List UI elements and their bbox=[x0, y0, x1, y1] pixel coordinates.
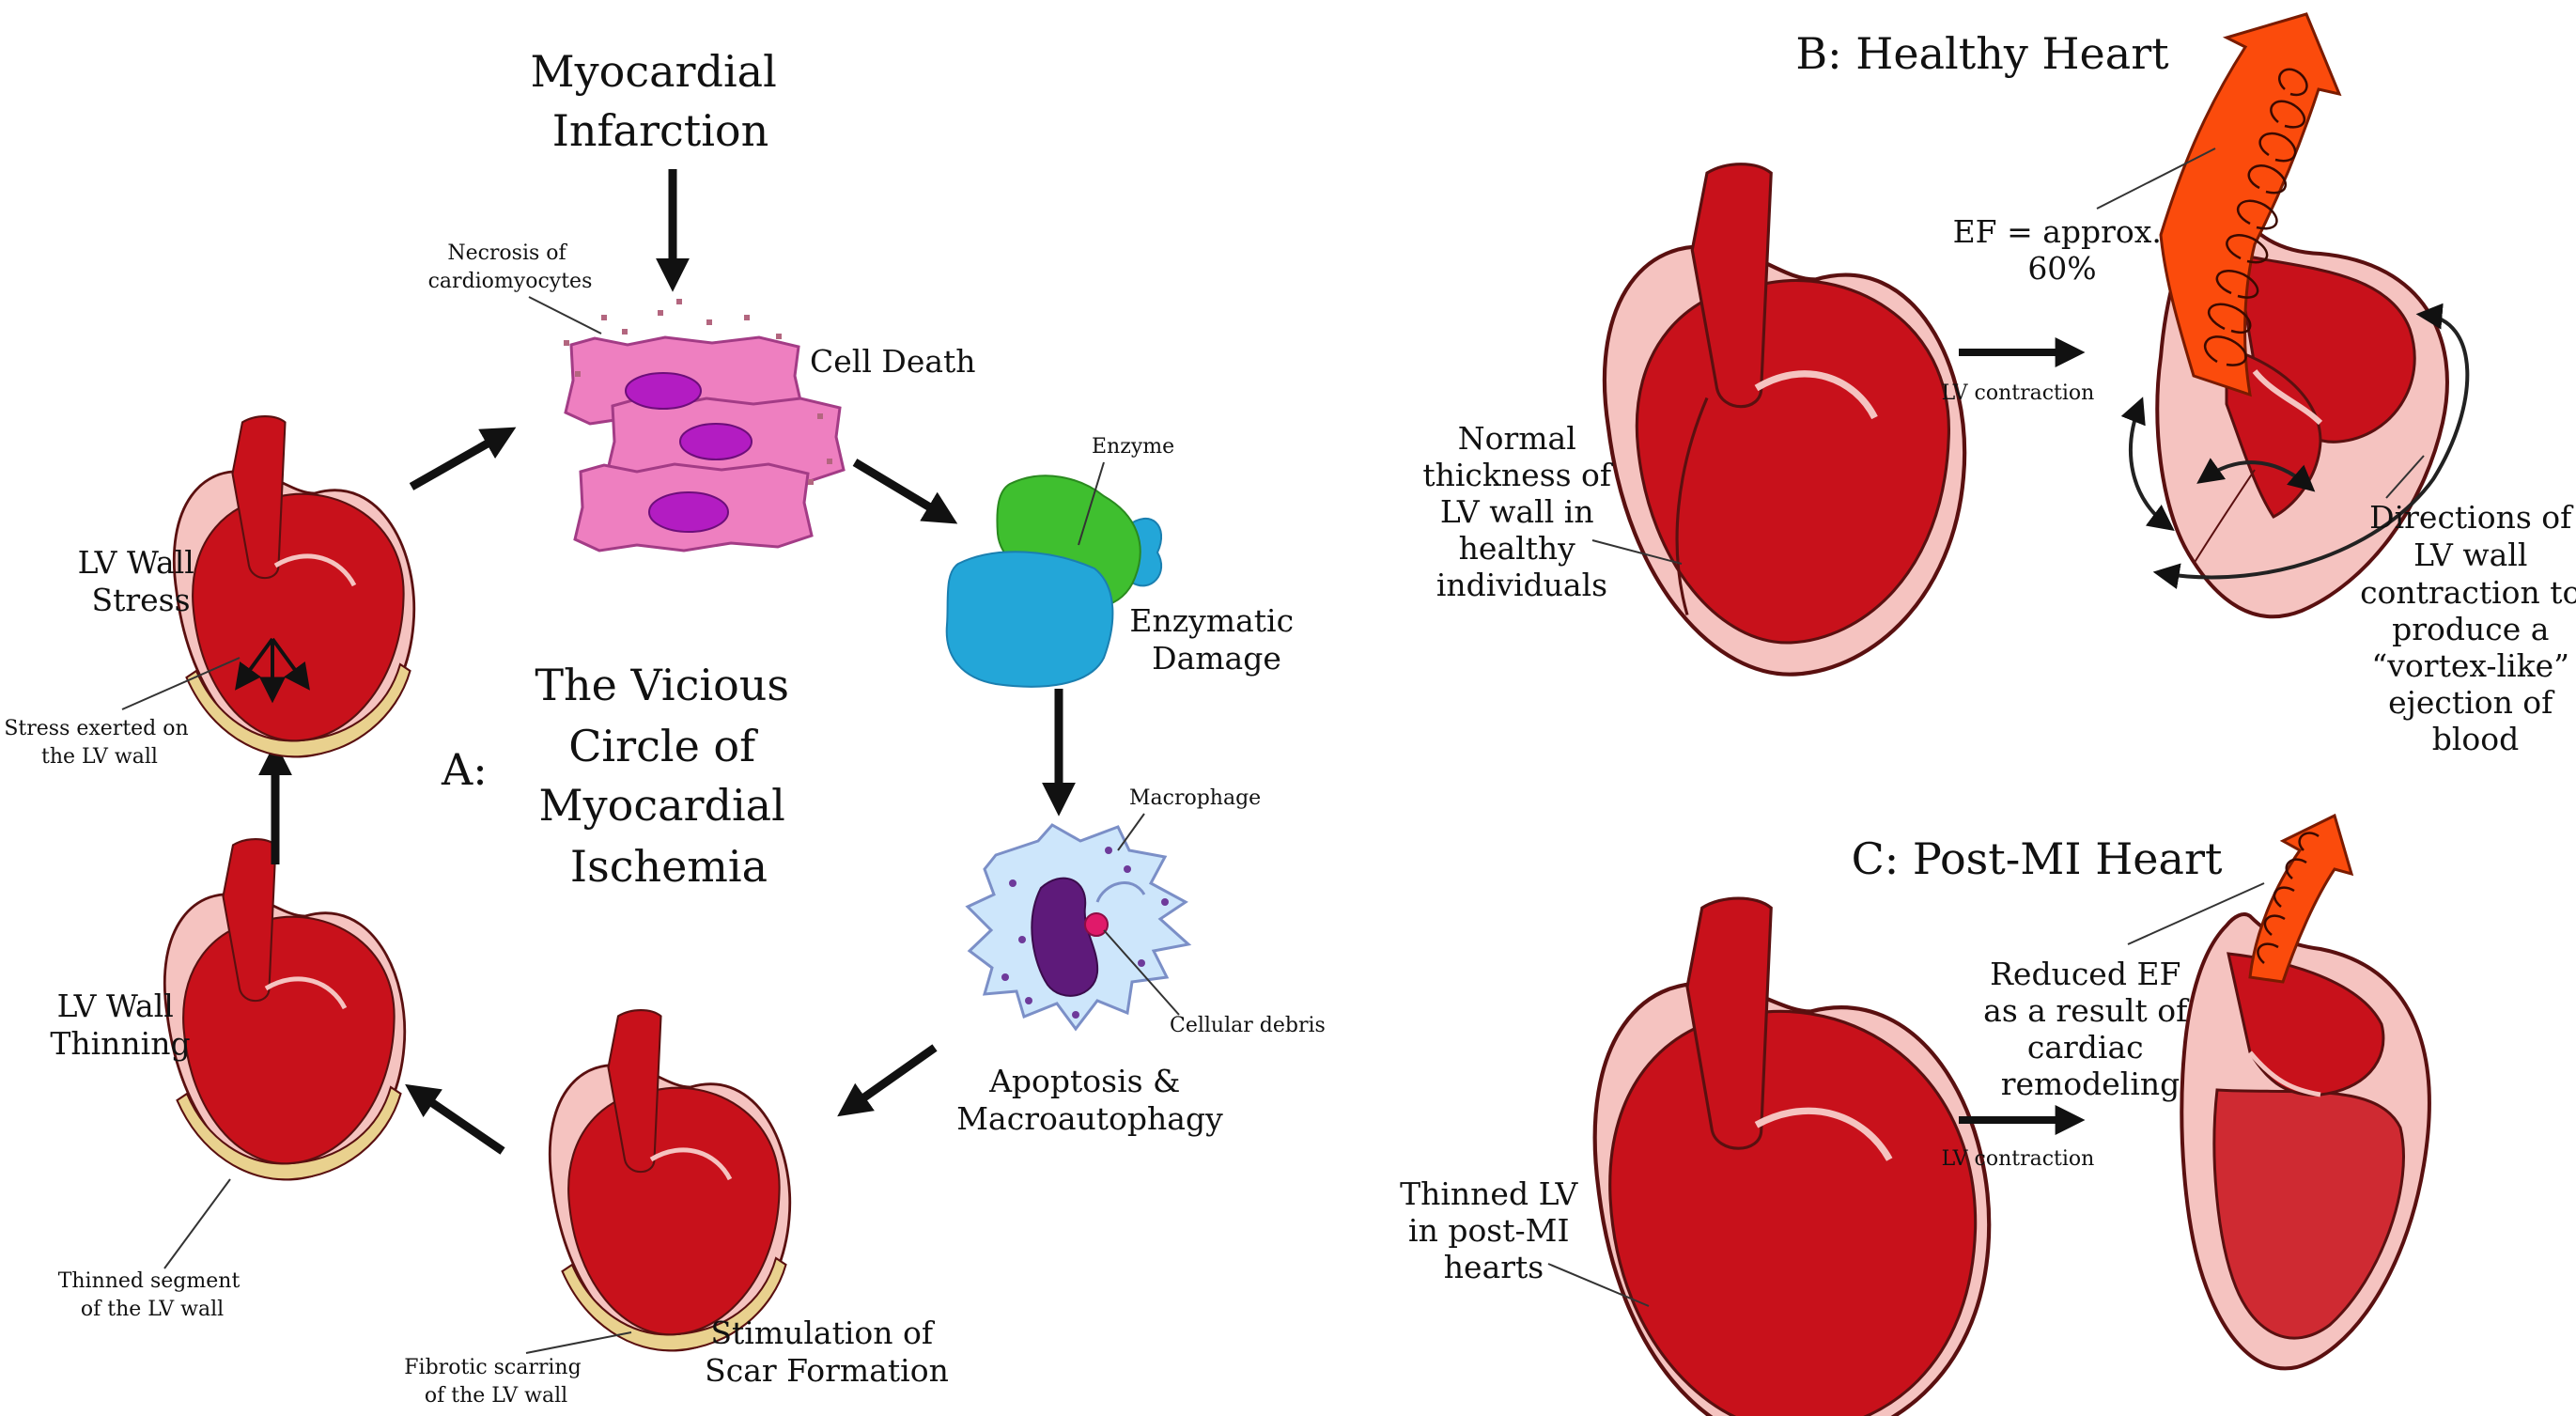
directions-pointer bbox=[2385, 455, 2425, 499]
macrophage-label: Macrophage bbox=[1129, 786, 1261, 810]
cellular-debris-dot bbox=[1084, 912, 1109, 937]
fibrotic-scarring-label: Fibrotic scarring of the LV wall bbox=[404, 1356, 587, 1408]
cellular-debris-pointer bbox=[1103, 929, 1180, 1016]
arrow-stress-to-cell-death bbox=[409, 427, 517, 490]
panel-c: C: Post-MI Heart Thinned LV in post-MI h… bbox=[1400, 813, 2431, 1416]
panel-b: B: Healthy Heart Normal thickness of LV … bbox=[1422, 12, 2576, 757]
enzyme-label: Enzyme bbox=[1092, 435, 1174, 459]
apoptosis-label: Apoptosis & Macroautophagy bbox=[956, 1063, 1223, 1137]
normal-thickness-label: Normal thickness of LV wall in healthy i… bbox=[1422, 420, 1621, 603]
stress-exerted-pointer bbox=[121, 657, 241, 710]
enzyme-pointer bbox=[1078, 461, 1105, 546]
post-mi-heart-contracted bbox=[2180, 912, 2431, 1371]
panel-a-letter: A: bbox=[441, 744, 488, 795]
wall-stress-label: LV Wall Stress bbox=[78, 544, 205, 618]
contraction-direction-arrows bbox=[2120, 303, 2470, 590]
reduced-ef-pointer bbox=[2127, 882, 2265, 945]
enzymatic-damage-label: Enzymatic Damage bbox=[1129, 602, 1303, 677]
stress-arrows bbox=[235, 637, 310, 704]
wall-thinning-label: LV Wall Thinning bbox=[50, 988, 190, 1062]
scar-formation-label: Stimulation of Scar Formation bbox=[705, 1315, 949, 1389]
necrosis-debris bbox=[564, 299, 832, 485]
heart-wall-thinning bbox=[164, 839, 404, 1179]
thinned-lv-label: Thinned LV in post-MI hearts bbox=[1400, 1175, 1588, 1285]
ef-label: EF = approx. 60% bbox=[1953, 213, 2172, 287]
vicious-circle-title: The Vicious Circle of Myocardial Ischemi… bbox=[535, 660, 802, 892]
cell-nucleus bbox=[625, 372, 702, 410]
heart-wall-stress bbox=[174, 416, 413, 756]
heart-scar-formation bbox=[550, 1010, 789, 1350]
reduced-ejection-arrow bbox=[2248, 813, 2354, 984]
necrotic-cells bbox=[564, 299, 846, 552]
directions-label: Directions of LV wall contraction to pro… bbox=[2360, 499, 2576, 757]
arrow-cell-death-to-enzyme bbox=[852, 459, 958, 524]
stress-exerted-label: Stress exerted on the LV wall bbox=[4, 717, 194, 769]
post-mi-heart-title: C: Post-MI Heart bbox=[1852, 833, 2223, 884]
normal-thickness-pointer bbox=[1591, 539, 1683, 565]
macrophage bbox=[965, 823, 1192, 1032]
necrosis-label: Necrosis of cardiomyocytes bbox=[428, 241, 593, 293]
enzyme-shapes bbox=[945, 475, 1163, 688]
reduced-ef-label: Reduced EF as a result of cardiac remode… bbox=[1983, 956, 2197, 1102]
post-mi-heart-relaxed bbox=[1595, 898, 1990, 1416]
arrow-scar-to-thinning bbox=[405, 1083, 505, 1155]
cell-nucleus bbox=[679, 423, 753, 460]
cell-death-label: Cell Death bbox=[810, 343, 976, 380]
ef-pointer bbox=[2096, 148, 2216, 210]
myocardial-infarction-label: Myocardial Infarction bbox=[531, 46, 791, 156]
thinned-segment-pointer bbox=[163, 1178, 231, 1269]
healthy-heart-relaxed bbox=[1605, 164, 1964, 675]
cell-nucleus bbox=[648, 491, 729, 533]
thinned-lv-pointer bbox=[1547, 1263, 1650, 1307]
arrow-apoptosis-to-scar bbox=[837, 1044, 938, 1117]
panel-a: The Vicious Circle of Myocardial Ischemi… bbox=[4, 46, 1325, 1408]
necrosis-pointer bbox=[528, 296, 602, 335]
thinned-segment-label: Thinned segment of the LV wall bbox=[58, 1269, 247, 1321]
cellular-debris-label: Cellular debris bbox=[1170, 1014, 1326, 1037]
lv-contraction-label-b: LV contraction bbox=[1942, 381, 2095, 405]
healthy-heart-title: B: Healthy Heart bbox=[1795, 28, 2169, 79]
lv-contraction-label-c: LV contraction bbox=[1942, 1147, 2095, 1171]
macrophage-pointer bbox=[1117, 813, 1145, 851]
fibrotic-pointer bbox=[525, 1331, 632, 1354]
